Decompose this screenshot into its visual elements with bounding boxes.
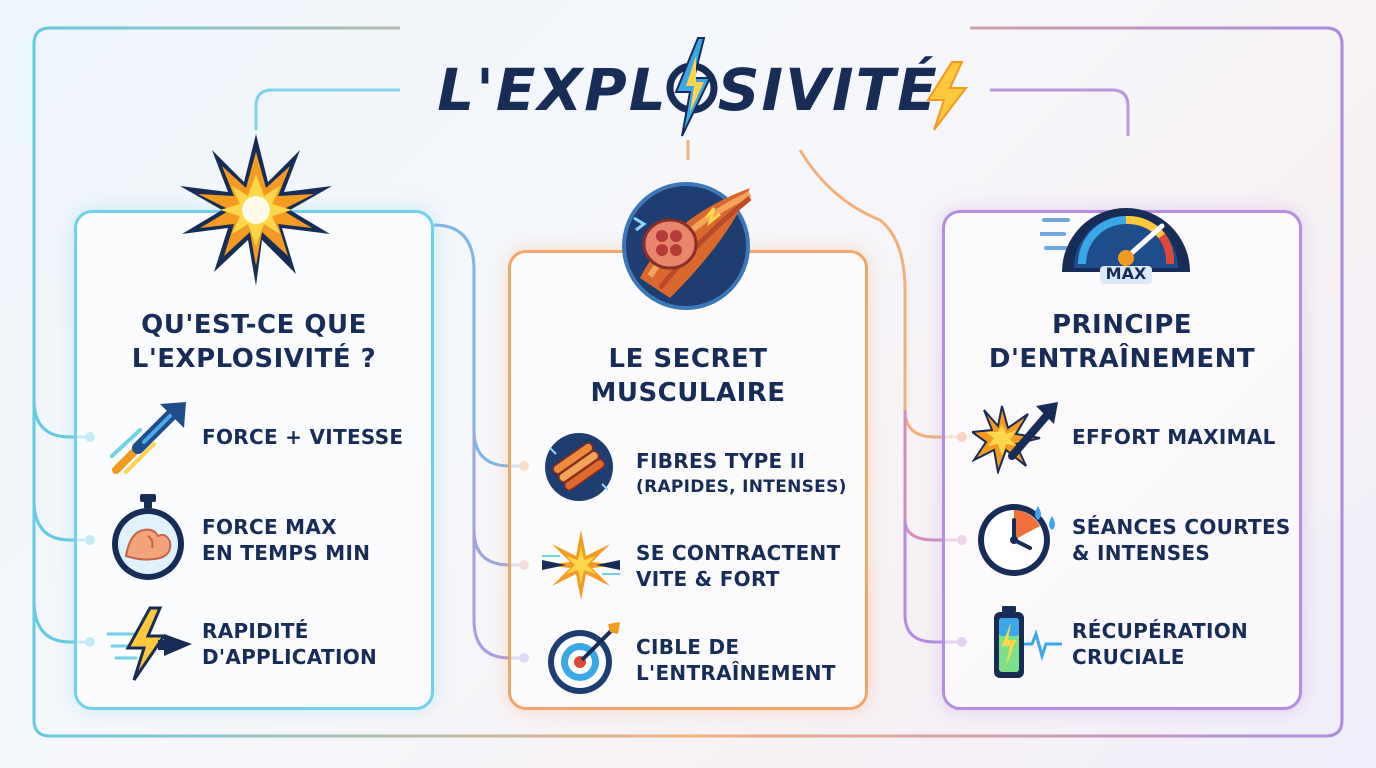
clock-sweat-icon <box>974 496 1064 580</box>
fiber-bundle-icon <box>542 430 616 504</box>
muscle-fiber-icon <box>610 178 770 318</box>
burst-arrow-icon <box>972 400 1060 474</box>
lightning-arrow-icon <box>106 604 196 684</box>
title-part-2: SIVITÉ <box>717 56 939 124</box>
title-part-1: L'EXPL <box>437 56 668 124</box>
item-force-vitesse: FORCE + VITESSE <box>202 425 404 449</box>
lightning-o-icon <box>666 37 718 137</box>
item-cible: CIBLE DE L'ENTRAÎNEMENT <box>636 635 836 685</box>
item-force-max: FORCE MAX EN TEMPS MIN <box>202 515 371 565</box>
item-rapidite: RAPIDITÉ D'APPLICATION <box>202 619 378 669</box>
gauge-max-label: MAX <box>1105 264 1147 283</box>
battery-pulse-icon <box>984 604 1064 684</box>
item-recuperation: RÉCUPÉRATION CRUCIALE <box>1072 619 1249 669</box>
item-fibres: FIBRES TYPE II (RAPIDES, INTENSES) <box>636 449 847 497</box>
card-definition <box>74 210 434 710</box>
item-effort: EFFORT MAXIMAL <box>1072 425 1276 449</box>
definition-heading: QU'EST-CE QUE L'EXPLOSIVITÉ ? <box>131 310 377 374</box>
target-icon <box>544 618 624 698</box>
muscle-heading: LE SECRET MUSCULAIRE <box>590 344 786 408</box>
item-contraction: SE CONTRACTENT VITE & FORT <box>636 541 841 591</box>
item-seances: SÉANCES COURTES & INTENSES <box>1072 515 1291 565</box>
contraction-burst-icon <box>540 526 622 604</box>
training-heading: PRINCIPE D'ENTRAÎNEMENT <box>988 310 1256 374</box>
speedometer-max-icon <box>1040 160 1210 286</box>
rocket-arrow-icon <box>110 400 190 476</box>
stopwatch-bicep-icon <box>108 492 188 582</box>
explosion-star-icon <box>176 130 336 290</box>
page-title: L'EXPL SIVITÉ <box>0 37 1376 137</box>
lightning-bolt-icon <box>922 60 972 132</box>
